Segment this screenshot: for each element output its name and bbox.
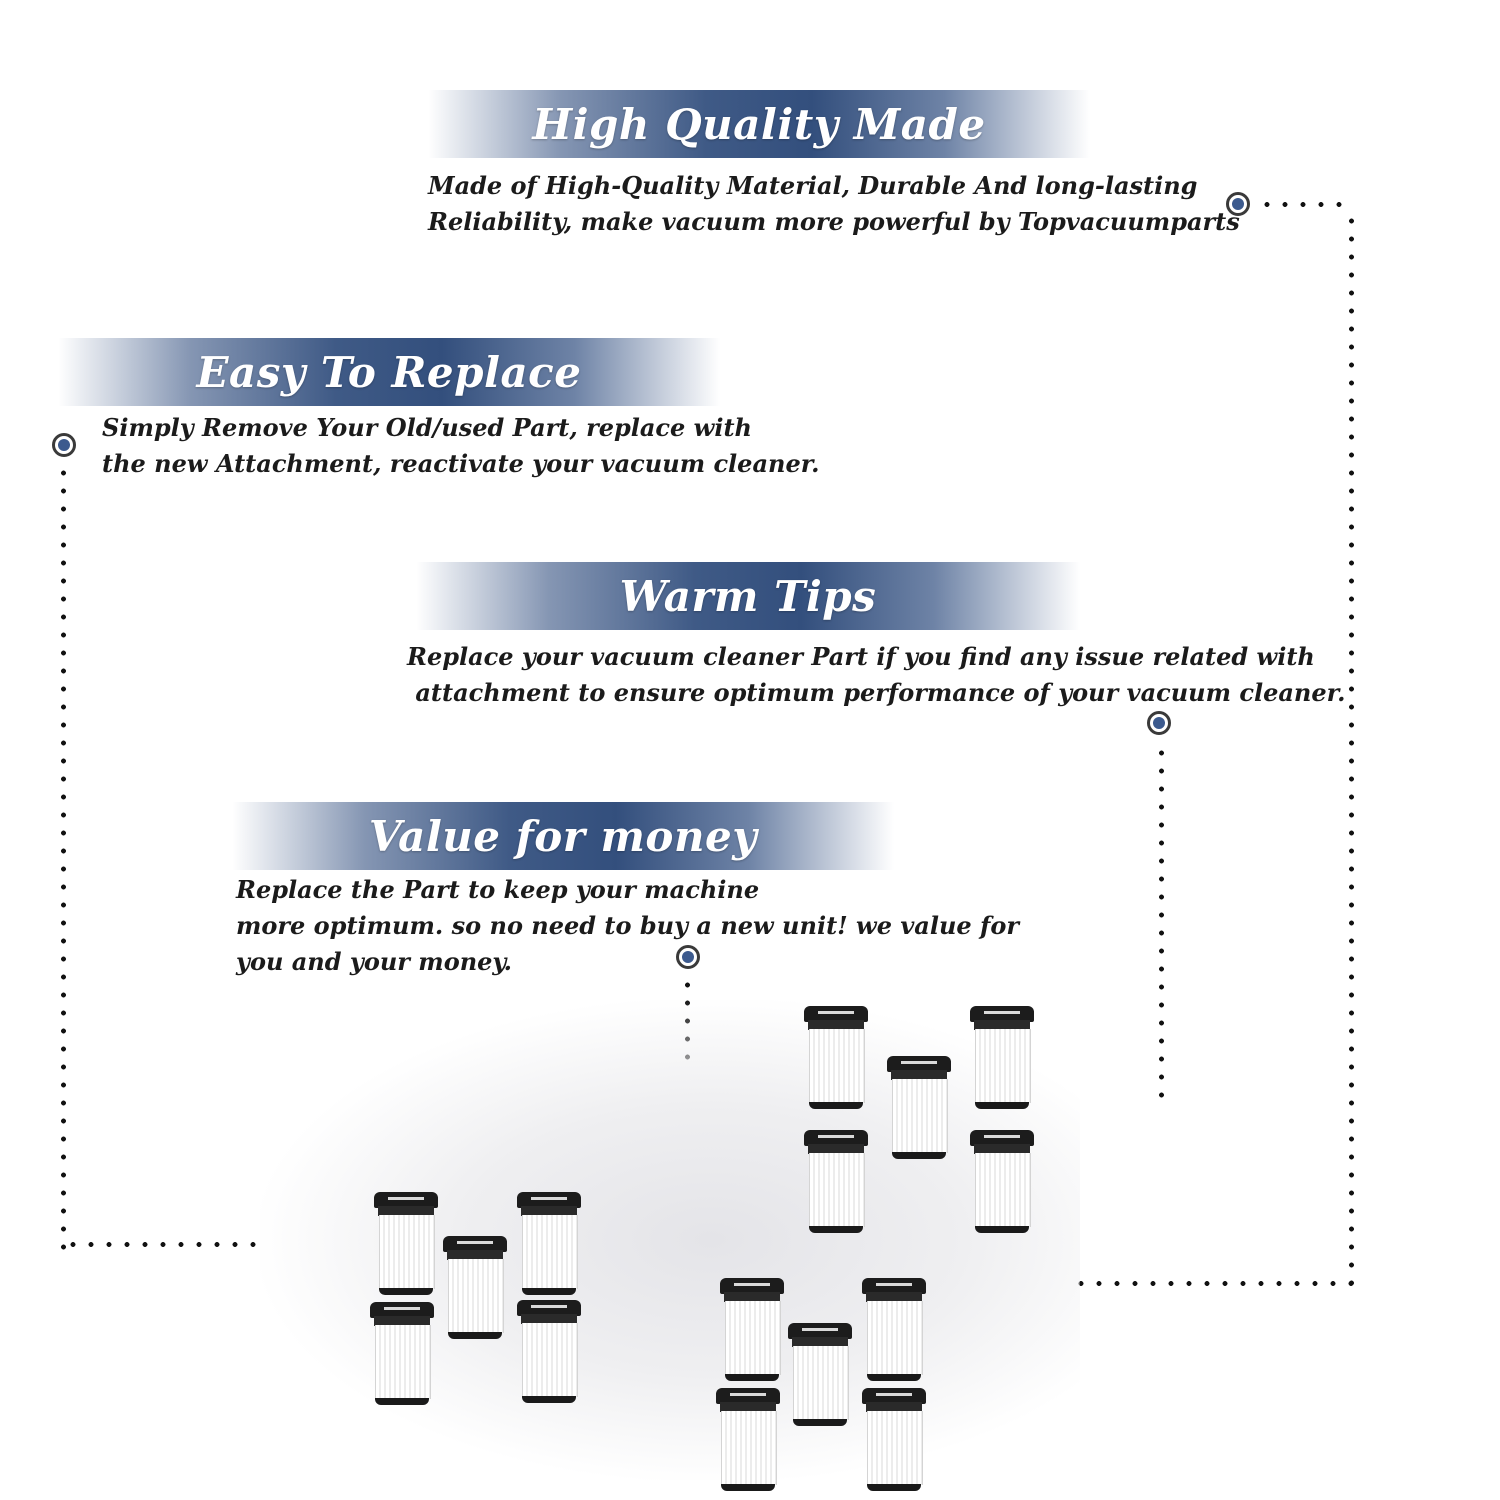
section-title-value-money: Value for money: [368, 811, 758, 861]
section-title-warm-tips: Warm Tips: [619, 571, 877, 621]
connector-bottom-left-h: [64, 1242, 264, 1247]
desc-line: the new Attachment, reactivate your vacu…: [102, 449, 820, 478]
desc-line: Made of High-Quality Material, Durable A…: [428, 171, 1198, 200]
desc-line: Replace the Part to keep your machine: [236, 875, 760, 904]
desc-line: Replace your vacuum cleaner Part if you …: [407, 642, 1315, 671]
desc-line: attachment to ensure optimum performance…: [407, 678, 1346, 707]
connector-right-v: [1349, 212, 1354, 1288]
marker-dot-icon: [52, 433, 76, 457]
desc-line: Reliability, make vacuum more powerful b…: [428, 207, 1240, 236]
banner-easy-replace: Easy To Replace: [58, 338, 720, 406]
desc-line: you and your money.: [236, 947, 512, 976]
vacuum-filter-icon: [443, 1236, 507, 1340]
vacuum-filter-icon: [887, 1056, 951, 1160]
vacuum-filter-icon: [970, 1006, 1034, 1110]
section-title-easy-replace: Easy To Replace: [196, 347, 582, 397]
section-desc-high-quality: Made of High-Quality Material, Durable A…: [428, 168, 1240, 240]
connector-warm-tips-v: [1159, 744, 1164, 1102]
section-title-high-quality: High Quality Made: [532, 99, 986, 149]
vacuum-filter-icon: [804, 1130, 868, 1234]
section-desc-easy-replace: Simply Remove Your Old/used Part, replac…: [102, 410, 820, 482]
vacuum-filter-icon: [517, 1300, 581, 1404]
section-desc-warm-tips: Replace your vacuum cleaner Part if you …: [407, 639, 1345, 711]
vacuum-filter-icon: [374, 1192, 438, 1296]
marker-dot-icon: [676, 945, 700, 969]
marker-dot-icon: [1147, 711, 1171, 735]
vacuum-filter-icon: [970, 1130, 1034, 1234]
desc-line: more optimum. so no need to buy a new un…: [236, 911, 1019, 940]
vacuum-filter-icon: [788, 1323, 852, 1427]
banner-warm-tips: Warm Tips: [416, 562, 1080, 630]
connector-top-right-h: [1258, 202, 1354, 207]
vacuum-filter-icon: [804, 1006, 868, 1110]
connector-bottom-right-h: [1072, 1281, 1354, 1286]
vacuum-filter-icon: [716, 1388, 780, 1492]
vacuum-filter-icon: [720, 1278, 784, 1382]
vacuum-filter-icon: [517, 1192, 581, 1296]
marker-dot-icon: [1226, 192, 1250, 216]
vacuum-filter-icon: [862, 1278, 926, 1382]
vacuum-filter-icon: [370, 1302, 434, 1406]
banner-value-money: Value for money: [232, 802, 894, 870]
connector-left-v: [61, 464, 66, 1250]
desc-line: Simply Remove Your Old/used Part, replac…: [102, 413, 752, 442]
section-desc-value-money: Replace the Part to keep your machine mo…: [236, 872, 1019, 980]
vacuum-filter-icon: [862, 1388, 926, 1492]
banner-high-quality: High Quality Made: [428, 90, 1090, 158]
